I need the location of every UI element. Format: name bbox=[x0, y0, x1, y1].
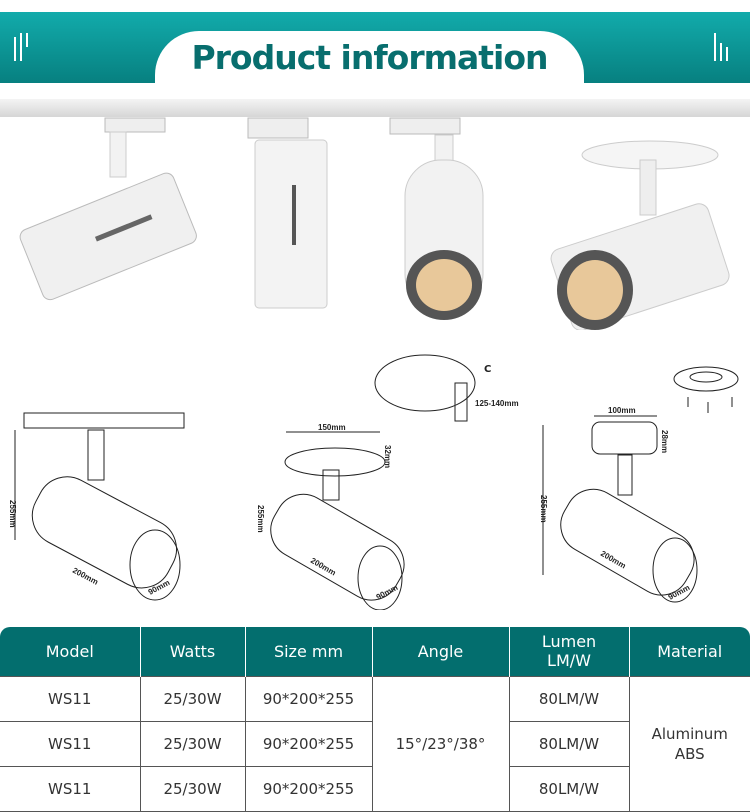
dim-diameter: 90mm bbox=[147, 578, 172, 597]
table-header-row: Model Watts Size mm Angle Lumen LM/W Mat… bbox=[0, 627, 750, 676]
table-row: WS11 25/30W 90*200*255 15°/23°/38° 80LM/… bbox=[0, 675, 750, 812]
title-pill bbox=[155, 31, 584, 87]
technical-drawings: 255mm 200mm 90mm 150mm 32mm 255mm 200mm … bbox=[8, 354, 739, 610]
dim-length: 200mm bbox=[71, 566, 100, 587]
dim-length: 200mm bbox=[599, 549, 627, 571]
decorative-bars-icon bbox=[14, 33, 34, 61]
drawing-recessed bbox=[270, 431, 405, 610]
cell-lumen: 80LM/W bbox=[508, 765, 630, 812]
cell-angle: 15°/23°/38° bbox=[371, 675, 510, 812]
cutout-range: 125-140mm bbox=[475, 399, 519, 408]
header-watts: Watts bbox=[140, 627, 246, 676]
dim-height: 255mm bbox=[8, 500, 17, 528]
dim-width: 100mm bbox=[608, 406, 636, 415]
dim-length: 200mm bbox=[309, 556, 337, 578]
page-title: Product information bbox=[191, 38, 548, 77]
header-material: Material bbox=[629, 627, 750, 676]
product-track-light-down bbox=[247, 117, 328, 309]
dim-height: 255mm bbox=[256, 505, 265, 533]
drawing-track bbox=[14, 412, 185, 601]
track-rail bbox=[0, 99, 750, 117]
cell-watts: 25/30W bbox=[139, 720, 246, 767]
dim-diameter: 90mm bbox=[375, 583, 400, 602]
cell-size: 90*200*255 bbox=[244, 675, 373, 722]
product-track-light-front bbox=[389, 117, 484, 320]
header-angle: Angle bbox=[372, 627, 510, 676]
cell-lumen: 80LM/W bbox=[508, 720, 630, 767]
table-row: WS11 25/30W 90*200*255 80LM/W bbox=[0, 720, 750, 767]
dim-diameter: 90mm bbox=[667, 583, 692, 602]
cell-watts: 25/30W bbox=[139, 675, 246, 722]
dim-height: 255mm bbox=[539, 495, 548, 523]
cell-watts: 25/30W bbox=[139, 765, 246, 812]
cutout-label: C bbox=[484, 364, 491, 375]
decorative-bars-icon bbox=[714, 33, 734, 61]
drawing-surface bbox=[542, 366, 739, 603]
product-track-light-angled bbox=[19, 117, 197, 301]
cell-model: WS11 bbox=[0, 720, 141, 767]
cell-size: 90*200*255 bbox=[244, 720, 373, 767]
header-size: Size mm bbox=[245, 627, 373, 676]
product-recessed-light bbox=[550, 140, 730, 330]
cell-model: WS11 bbox=[0, 765, 141, 812]
cell-model: WS11 bbox=[0, 675, 141, 722]
cell-lumen: 80LM/W bbox=[508, 675, 630, 722]
header-model: Model bbox=[0, 627, 141, 676]
spec-table: Model Watts Size mm Angle Lumen LM/W Mat… bbox=[0, 627, 750, 812]
cell-size: 90*200*255 bbox=[244, 765, 373, 812]
drawing-cutout bbox=[374, 354, 476, 422]
product-photos bbox=[19, 117, 730, 330]
dim-width: 150mm bbox=[318, 423, 346, 432]
dim-depth: 28mm bbox=[660, 430, 669, 453]
dim-depth: 32mm bbox=[383, 445, 392, 468]
header-lumen: Lumen LM/W bbox=[509, 627, 630, 676]
